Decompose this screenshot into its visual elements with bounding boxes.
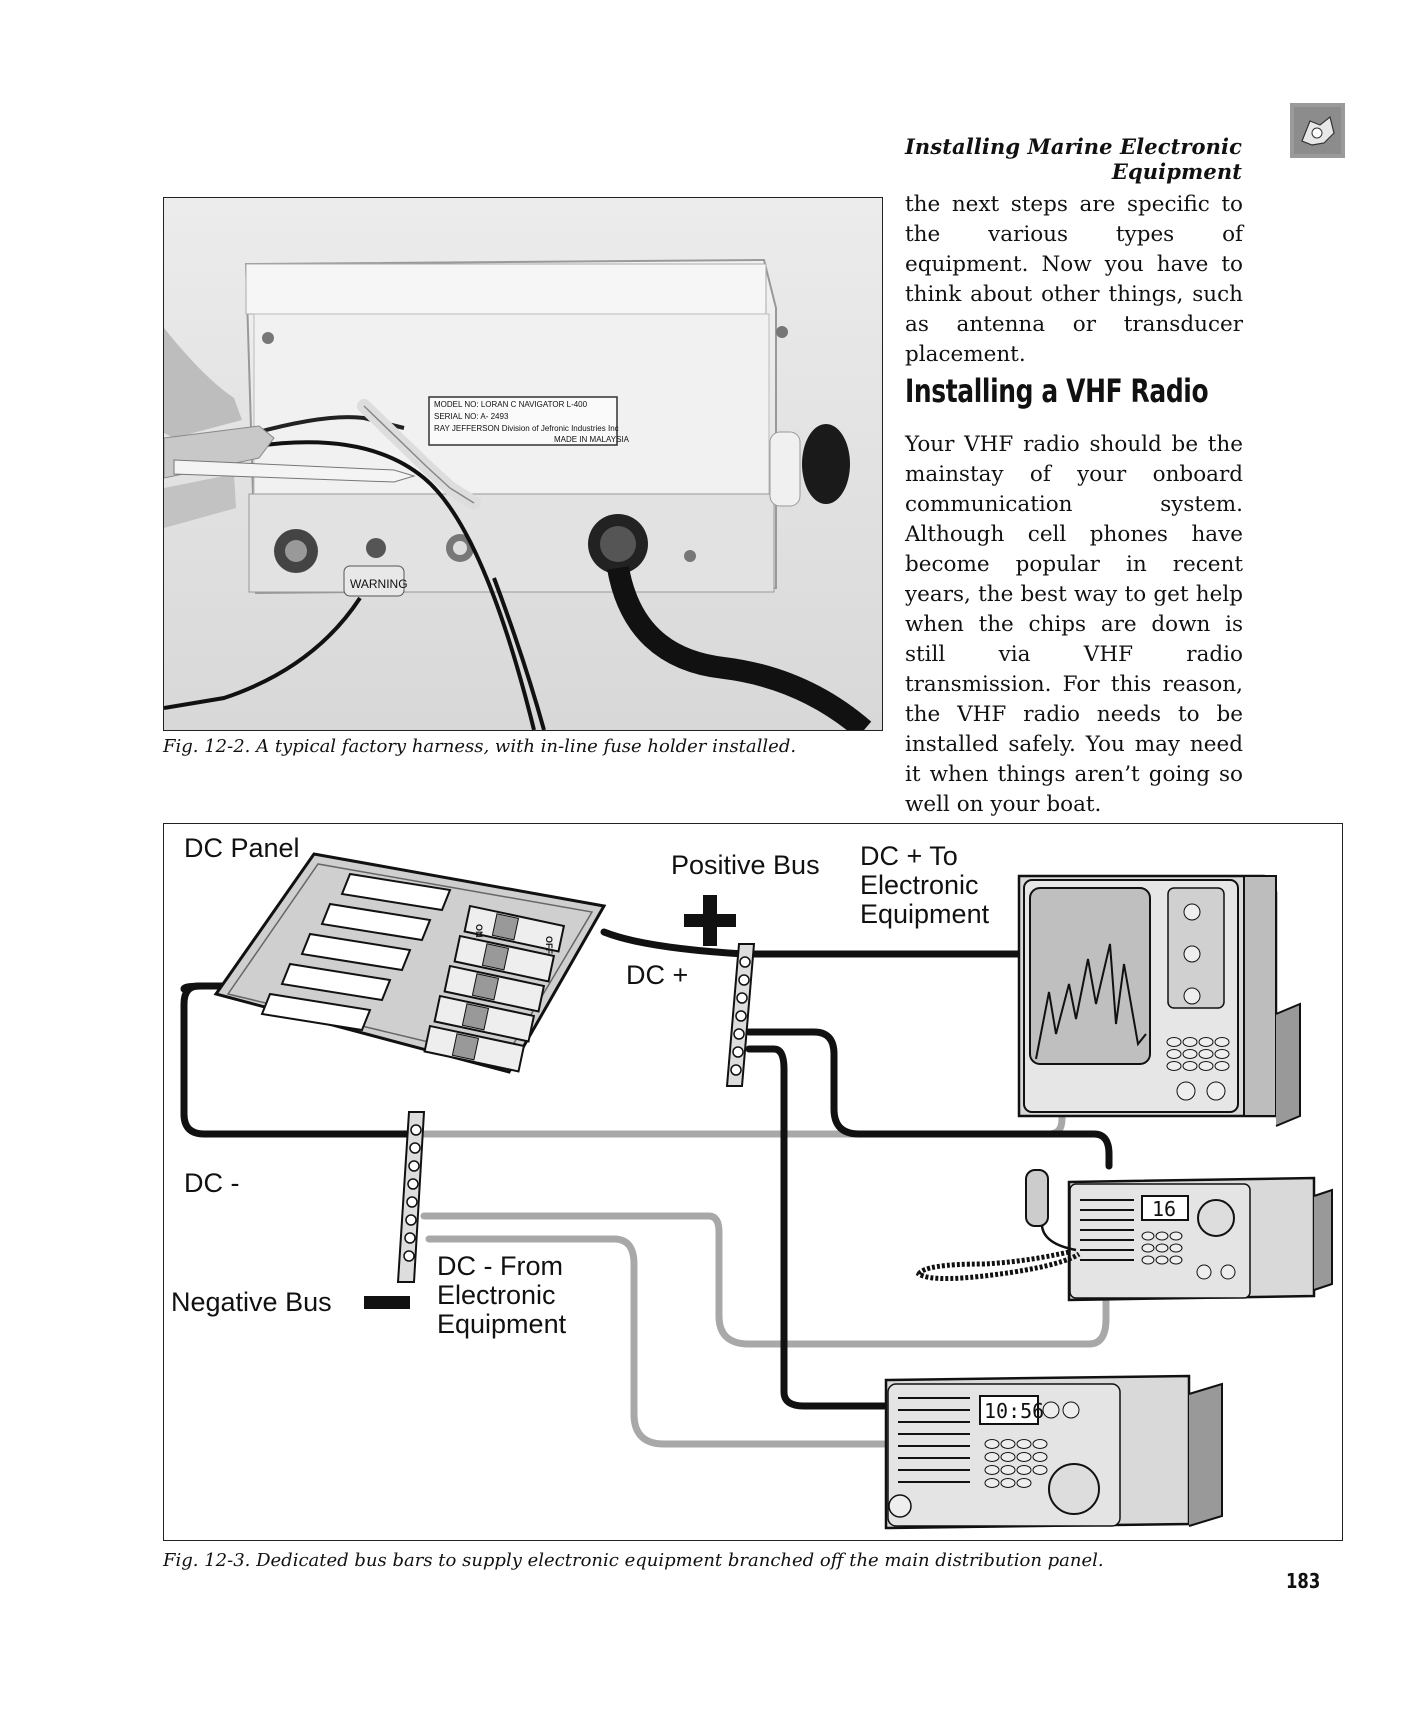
section-heading: Installing a VHF Radio: [905, 372, 1209, 410]
figure-2-diagram: ON OFF: [163, 823, 1343, 1541]
chart-plotter-device: [1017, 874, 1301, 1127]
plate-line-3: RAY JEFFERSON Division of Jefronic Indus…: [434, 424, 619, 433]
label-dc-minus-from-2: Electronic: [437, 1280, 556, 1310]
plate-line-4: MADE IN MALAYSIA: [554, 435, 630, 444]
label-dc-minus-from-1: DC - From: [437, 1251, 563, 1281]
dc-panel: ON OFF: [213, 852, 607, 1074]
label-dc-minus: DC -: [184, 1168, 240, 1198]
warning-label: WARNING: [350, 577, 408, 591]
positive-bus-bar: [725, 943, 756, 1087]
label-dc-plus-to-2: Electronic: [860, 870, 979, 900]
figure-2-caption: Fig. 12-3. Dedicated bus bars to supply …: [163, 1550, 1104, 1571]
label-negative-bus: Negative Bus: [171, 1287, 332, 1317]
clock-display: 10:56: [984, 1399, 1044, 1423]
wire-negative-1: [420, 1088, 1066, 1138]
wire-negative-2: [420, 1212, 1110, 1348]
wire-dc-plus: [600, 928, 1028, 958]
wire-panel-to-negative-bus: [180, 982, 418, 1138]
label-dc-plus-to-3: Equipment: [860, 899, 990, 929]
minus-symbol: [364, 1296, 410, 1309]
switch-on-label: ON: [474, 924, 484, 938]
figure-1-caption: Fig. 12-2. A typical factory harness, wi…: [163, 736, 797, 757]
vhf-channel-display: 16: [1152, 1197, 1176, 1221]
vhf-radio-device: 16: [915, 1169, 1333, 1302]
wire-negative-3: [425, 1235, 898, 1448]
plate-line-1: MODEL NO: LORAN C NAVIGATOR L-400: [434, 400, 588, 409]
body-paragraph-2: Your VHF radio should be the mainstay of…: [905, 432, 1243, 817]
running-head: Installing Marine Electronic Equipment: [905, 134, 1242, 184]
wire-positive-3: [745, 1045, 888, 1410]
label-dc-plus-to-1: DC + To: [860, 841, 958, 871]
negative-bus-bar: [396, 1111, 426, 1283]
chapter-icon: [1290, 103, 1345, 158]
switch-off-label: OFF: [544, 936, 554, 954]
figure-1-photo: MODEL NO: LORAN C NAVIGATOR L-400 SERIAL…: [163, 197, 883, 731]
label-positive-bus: Positive Bus: [671, 850, 820, 880]
page-number: 183: [1286, 1569, 1321, 1593]
clock-radio-device: 10:56: [884, 1374, 1223, 1530]
plus-symbol: [684, 895, 736, 946]
label-dc-plus: DC +: [626, 960, 688, 990]
label-dc-panel: DC Panel: [184, 833, 300, 863]
plate-line-2: SERIAL NO: A- 2493: [434, 412, 509, 421]
label-dc-minus-from-3: Equipment: [437, 1309, 567, 1339]
body-paragraph-1: the next steps are specific to the vario…: [905, 192, 1243, 367]
wire-positive-2: [745, 1028, 1113, 1170]
